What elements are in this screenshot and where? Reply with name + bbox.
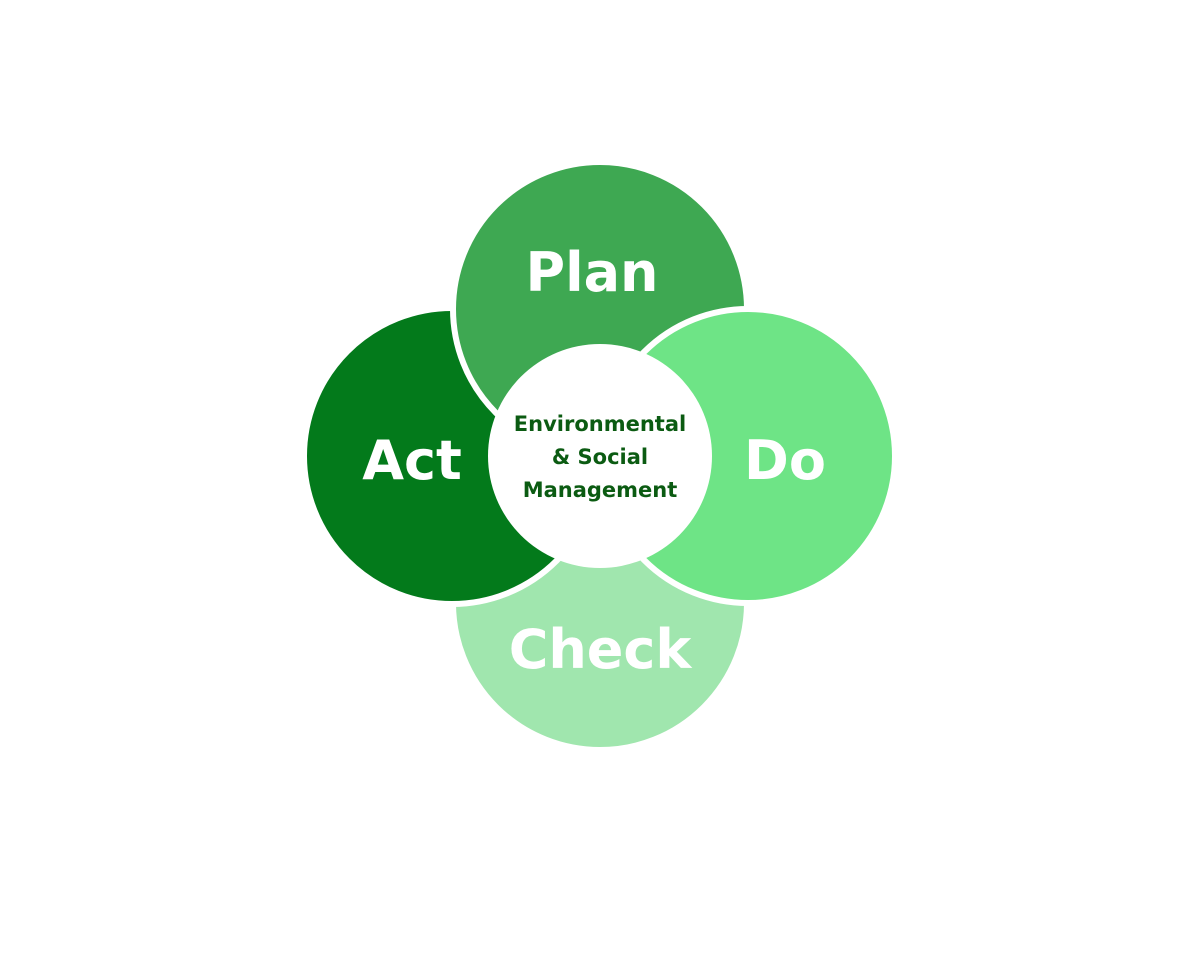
act-label: Act (362, 429, 462, 492)
do-label: Do (744, 429, 826, 492)
center-label-line3: Management (523, 478, 678, 502)
center-label-line2: & Social (552, 445, 648, 469)
center-label-line1: Environmental (514, 412, 686, 436)
center-circle (488, 344, 712, 568)
plan-label: Plan (526, 241, 659, 304)
check-label: Check (509, 618, 693, 681)
